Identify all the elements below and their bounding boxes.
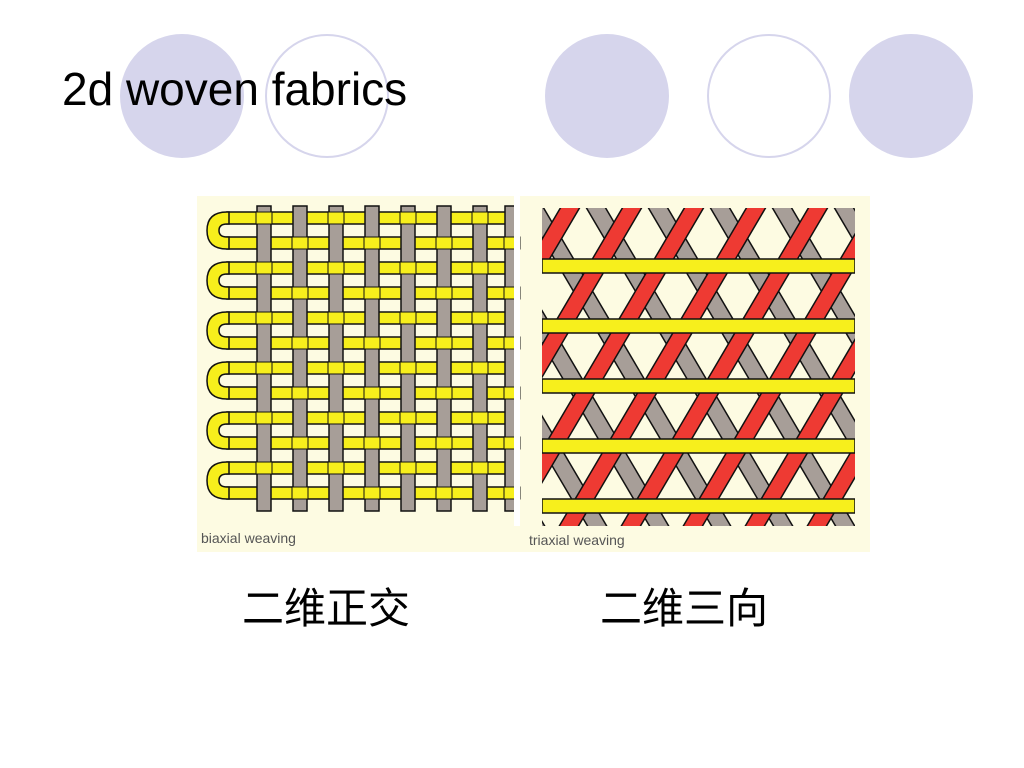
weft-over — [327, 261, 345, 275]
red-yarn — [622, 208, 827, 526]
weft-over — [435, 486, 453, 500]
gray-yarn — [773, 208, 855, 347]
weft-over — [327, 211, 345, 225]
warp-yarn — [292, 205, 308, 512]
slide-title: 2d woven fabrics — [62, 63, 408, 115]
caption-triaxial: 二维三向 — [600, 584, 769, 633]
red-yarn — [560, 208, 765, 526]
yellow-yarn — [542, 498, 855, 514]
yellow-yarn — [542, 318, 855, 334]
yellow-yarn — [542, 438, 855, 454]
weft-over — [327, 361, 345, 375]
warp-yarn — [328, 205, 344, 512]
weft-over — [291, 486, 309, 500]
warp-yarn — [436, 205, 452, 512]
weft-over — [363, 336, 381, 350]
red-yarn — [808, 446, 855, 526]
biaxial-weft-yarns — [206, 211, 518, 500]
weft-over — [255, 461, 273, 475]
weft-over — [363, 236, 381, 250]
gray-yarn — [649, 208, 854, 526]
red-yarn — [684, 235, 855, 526]
weft-over — [327, 461, 345, 475]
weft-over — [435, 286, 453, 300]
triaxial-label: triaxial weaving — [529, 532, 625, 548]
weft-loop — [206, 211, 230, 250]
weft-over — [327, 311, 345, 325]
weft-over — [435, 336, 453, 350]
weft-over — [291, 386, 309, 400]
weft-over — [471, 461, 489, 475]
weft-over — [399, 211, 417, 225]
gray-yarn — [587, 208, 792, 526]
weft-over — [471, 311, 489, 325]
decor-circle-5 — [849, 34, 973, 158]
yellow-yarn — [542, 258, 855, 274]
weft-over — [435, 436, 453, 450]
weft-over — [255, 411, 273, 425]
weft-over — [471, 361, 489, 375]
weft-over — [327, 411, 345, 425]
gray-yarn — [711, 208, 855, 453]
warp-yarn — [472, 205, 488, 512]
biaxial-warp-yarns — [255, 205, 521, 512]
triaxial-gray-yarns — [542, 208, 855, 526]
triaxial-red-yarns — [542, 208, 855, 526]
biaxial-weave — [206, 205, 521, 512]
weft-over — [255, 361, 273, 375]
weft-over — [255, 211, 273, 225]
red-yarn — [542, 208, 703, 482]
weft-over — [399, 311, 417, 325]
weft-over — [363, 386, 381, 400]
weft-loop — [206, 461, 230, 500]
weft-loop — [206, 411, 230, 450]
weft-over — [399, 361, 417, 375]
weaving-figure: biaxial weaving triaxial weaving — [197, 196, 870, 552]
gray-yarn — [542, 208, 730, 526]
weft-over — [363, 486, 381, 500]
weft-over — [255, 261, 273, 275]
weft-over — [255, 311, 273, 325]
weft-over — [291, 336, 309, 350]
gray-yarn — [542, 312, 668, 526]
weft-over — [435, 236, 453, 250]
weft-over — [291, 236, 309, 250]
weft-over — [471, 211, 489, 225]
weft-loop — [206, 361, 230, 400]
weft-over — [471, 411, 489, 425]
weft-over — [363, 286, 381, 300]
weft-over — [471, 261, 489, 275]
weft-loop — [206, 261, 230, 300]
warp-yarn — [256, 205, 272, 512]
decor-circle-2 — [265, 34, 389, 158]
warp-yarn — [400, 205, 416, 512]
red-yarn — [746, 341, 855, 526]
triaxial-weave — [542, 208, 855, 526]
weft-over — [435, 386, 453, 400]
weft-over — [363, 436, 381, 450]
warp-yarn — [364, 205, 380, 512]
weft-loop — [206, 311, 230, 350]
decor-circle-4 — [707, 34, 831, 158]
weft-over — [399, 411, 417, 425]
weft-over — [291, 436, 309, 450]
biaxial-label: biaxial weaving — [201, 530, 296, 546]
red-yarn — [542, 208, 579, 271]
yellow-yarn — [542, 378, 855, 394]
weft-over — [399, 461, 417, 475]
weft-over — [399, 261, 417, 275]
weft-over — [291, 286, 309, 300]
gray-yarn — [542, 417, 606, 526]
triaxial-yellow-yarns — [542, 258, 855, 514]
weaving-illustration — [206, 196, 855, 526]
decor-circle-1 — [120, 34, 244, 158]
decor-circle-3 — [545, 34, 669, 158]
red-yarn — [542, 208, 641, 376]
caption-orthogonal: 二维正交 — [242, 584, 411, 633]
